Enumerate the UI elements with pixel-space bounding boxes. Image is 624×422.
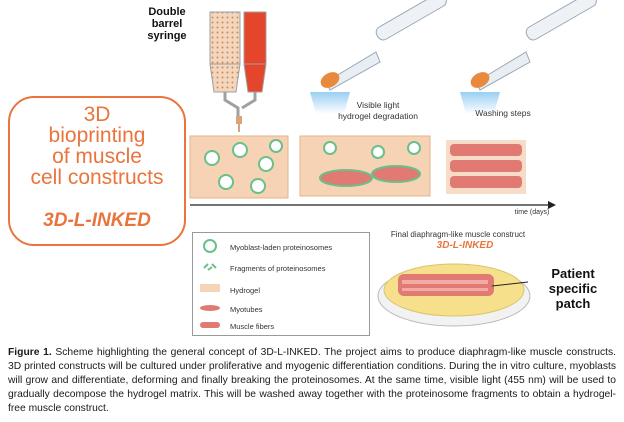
light-pen-1 <box>310 0 449 114</box>
proteinosome-fragment-icon <box>204 264 216 270</box>
double-barrel-syringe <box>210 12 266 132</box>
myotube-icon <box>200 305 220 311</box>
construct-stage-1 <box>190 136 288 198</box>
construct-stage-3 <box>446 140 526 194</box>
legend-item: Myoblast-laden proteinosomes <box>230 243 332 252</box>
caption-label: Figure 1. <box>8 347 52 358</box>
legend-item: Hydrogel <box>230 286 260 295</box>
proteinosome-icon <box>204 240 216 252</box>
muscle-fiber-icon <box>200 322 220 328</box>
light-pen-2 <box>460 0 599 114</box>
hydrogel-icon <box>200 284 220 292</box>
legend-item: Fragments of proteinosomes <box>230 264 325 273</box>
caption-text: Scheme highlighting the general concept … <box>8 347 616 414</box>
legend-icons <box>198 238 224 334</box>
petri-dish <box>378 264 530 326</box>
figure-caption: Figure 1. Scheme highlighting the genera… <box>8 346 616 416</box>
legend-item: Muscle fibers <box>230 322 274 331</box>
construct-stage-2 <box>300 136 430 196</box>
legend-item: Myotubes <box>230 305 263 314</box>
